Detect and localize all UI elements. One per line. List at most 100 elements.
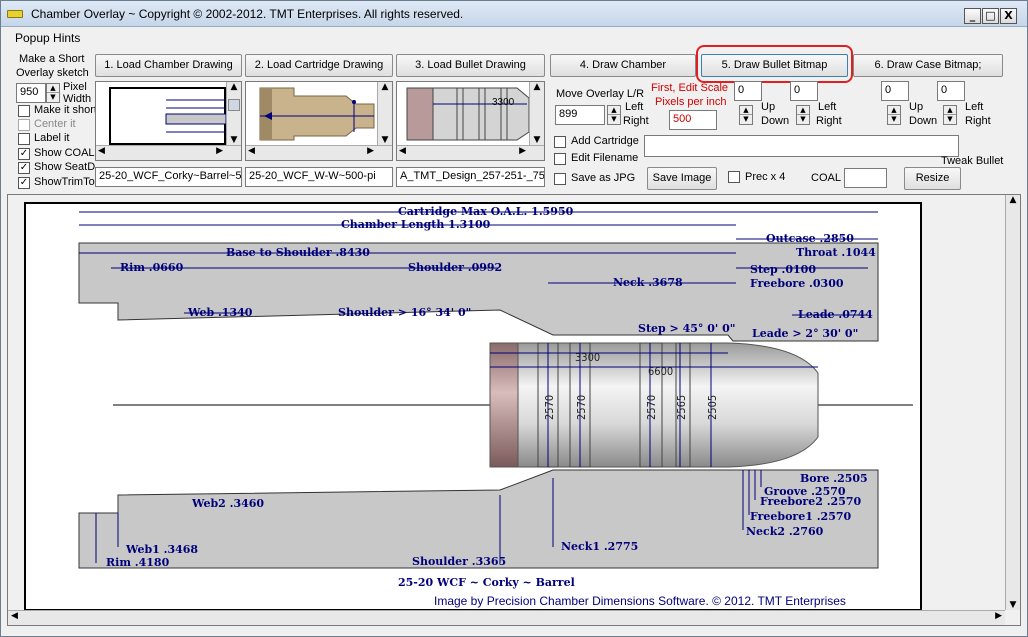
drawing-canvas[interactable]: Cartridge Max O.A.L. 1.5950 Chamber Leng… [7,194,1021,626]
bullet-diameter-5: 2505 [706,395,719,420]
load-cartridge-button[interactable]: 2. Load Cartridge Drawing [245,54,393,77]
canvas-hscroll[interactable]: ◀▶ [8,610,1005,625]
make-it-short-checkbox[interactable] [18,105,30,117]
dim-neck2: Neck2 .2760 [746,525,824,538]
app-icon [7,10,23,18]
first-edit-scale-label: First, Edit Scale [651,82,729,94]
load-chamber-button[interactable]: 1. Load Chamber Drawing [95,54,242,77]
chamber-thumb-hscroll[interactable]: ◀▶ [96,145,241,160]
show-coal-checkbox[interactable]: ✓ [18,148,30,160]
case-leftright-value[interactable]: 0 [937,81,965,101]
bullet-diameter-3: 2570 [645,395,658,420]
bullet-length-1: 3300 [575,351,600,364]
scale-input[interactable]: 500 [669,110,717,130]
move-right-label: Right [623,115,649,127]
filename-input[interactable] [644,135,959,157]
edit-filename-checkbox[interactable] [554,153,566,165]
dim-shoulder-bottom: Shoulder .3365 [412,555,506,568]
pixel-label: Pixel [63,81,87,93]
edit-filename-label: Edit Filename [571,152,639,164]
pixel-width-stepper[interactable]: ▲▼ [46,83,60,103]
prec-x4-checkbox[interactable] [728,171,740,183]
dim-bore: Bore .2505 [800,472,868,485]
dimension-lines [79,211,878,563]
maximize-button[interactable]: □ [982,8,999,24]
label-it-checkbox[interactable] [18,133,30,145]
add-cartridge-label: Add Cartridge [571,135,639,147]
highlight-annotation [696,45,853,83]
window-title: Chamber Overlay ~ Copyright © 2002-2012.… [31,7,464,21]
chamber-thumbnail[interactable]: ▲▼ ◀▶ [95,81,242,161]
up-label-1: Up [761,101,776,113]
show-trimto-checkbox[interactable]: ✓ [18,177,30,189]
close-button[interactable]: X [1000,8,1017,24]
dim-web: Web .1340 [187,306,253,319]
make-short-label-1: Make a Short [19,53,85,65]
bullet-thumb-vscroll[interactable]: ▲▼ [529,82,544,145]
move-overlay-input[interactable]: 899 [555,105,605,125]
menu-popup-hints[interactable]: Popup Hints [15,31,81,45]
dim-neck: Neck .3678 [613,276,683,289]
prec-x4-label: Prec x 4 [745,171,786,183]
dim-step: Step .0100 [750,263,816,276]
cartridge-thumb-vscroll[interactable]: ▲▼ [377,82,392,145]
cartridge-thumb-hscroll[interactable]: ◀▶ [246,145,392,160]
cartridge-thumbnail-image [246,82,392,145]
center-it-label: Center it [34,118,76,130]
chamber-leftright-stepper[interactable]: ▲▼ [796,105,810,125]
width-label: Width [63,93,92,105]
chamber-thumb-vscroll[interactable]: ▲▼ [226,82,241,145]
move-overlay-stepper[interactable]: ▲▼ [607,105,621,125]
minimize-button[interactable]: _ [964,8,981,24]
dim-groove: Groove .2570 [764,485,846,498]
dim-step-angle: Step > 45° 0' 0" [638,322,735,335]
center-it-checkbox[interactable] [18,119,30,131]
save-as-jpg-checkbox[interactable] [554,173,566,185]
case-updown-value[interactable]: 0 [881,81,909,101]
drawing-caption: 25-20 WCF ~ Corky ~ Barrel [398,576,575,589]
chamber-leftright-value[interactable]: 0 [790,81,818,101]
dim-base-to-shoulder: Base to Shoulder .8430 [226,246,370,259]
bullet-thumbnail[interactable]: 3300 ▲▼ ◀▶ [396,81,545,161]
dim-throat: Throat .1044 [796,246,876,259]
bullet-file-field[interactable]: A_TMT_Design_257-251-_75- [396,167,545,187]
bullet-thumbnail-image [397,82,544,145]
case-updown-stepper[interactable]: ▲▼ [887,105,901,125]
bullet-diameter-2: 2570 [575,395,588,420]
canvas-vscroll[interactable]: ▲▼ [1005,195,1020,610]
dim-web1: Web1 .3468 [125,543,198,556]
chamber-updown-value[interactable]: 0 [734,81,762,101]
show-seatd-checkbox[interactable]: ✓ [18,162,30,174]
add-cartridge-checkbox[interactable] [554,136,566,148]
dim-cartridge-max: Cartridge Max O.A.L. 1.5950 [398,205,574,218]
load-bullet-button[interactable]: 3. Load Bullet Drawing [396,54,545,77]
coal-input[interactable] [844,168,887,188]
right-label-2: Right [816,115,842,127]
draw-bullet-bitmap-button[interactable]: 5. Draw Bullet Bitmap [701,54,848,77]
resize-button[interactable]: Resize [904,167,961,190]
label-it-label: Label it [34,132,70,144]
show-trimto-label: ShowTrimTo [34,176,95,188]
draw-chamber-button[interactable]: 4. Draw Chamber [550,54,696,77]
show-coal-label: Show COAL [34,147,95,159]
title-bar[interactable]: Chamber Overlay ~ Copyright © 2002-2012.… [1,1,1027,27]
coal-label: COAL [811,172,841,184]
chamber-updown-stepper[interactable]: ▲▼ [739,105,753,125]
bullet-thumb-hscroll[interactable]: ◀▶ [397,145,544,160]
draw-case-bitmap-button[interactable]: 6. Draw Case Bitmap; [853,54,1003,77]
menu-bar: Popup Hints [1,28,1027,48]
chamber-file-field[interactable]: 25-20_WCF_Corky~Barrel~50 [95,167,242,187]
case-leftright-stepper[interactable]: ▲▼ [943,105,957,125]
cartridge-file-field[interactable]: 25-20_WCF_W-W~500-pi [245,167,393,187]
down-label-1: Down [761,115,790,127]
pixel-width-input[interactable]: 950 [16,83,46,103]
move-left-label: Left [625,101,644,113]
save-image-button[interactable]: Save Image [647,167,717,190]
dim-neck1: Neck1 .2775 [561,540,638,553]
dim-rim: Rim .0660 [120,261,184,274]
cartridge-thumbnail[interactable]: ▲▼ ◀▶ [245,81,393,161]
dim-freebore2: Freebore2 .2570 [760,495,862,508]
bullet-diameter-1: 2570 [543,395,556,420]
tweak-bullet-label: Tweak Bullet [941,155,1004,167]
